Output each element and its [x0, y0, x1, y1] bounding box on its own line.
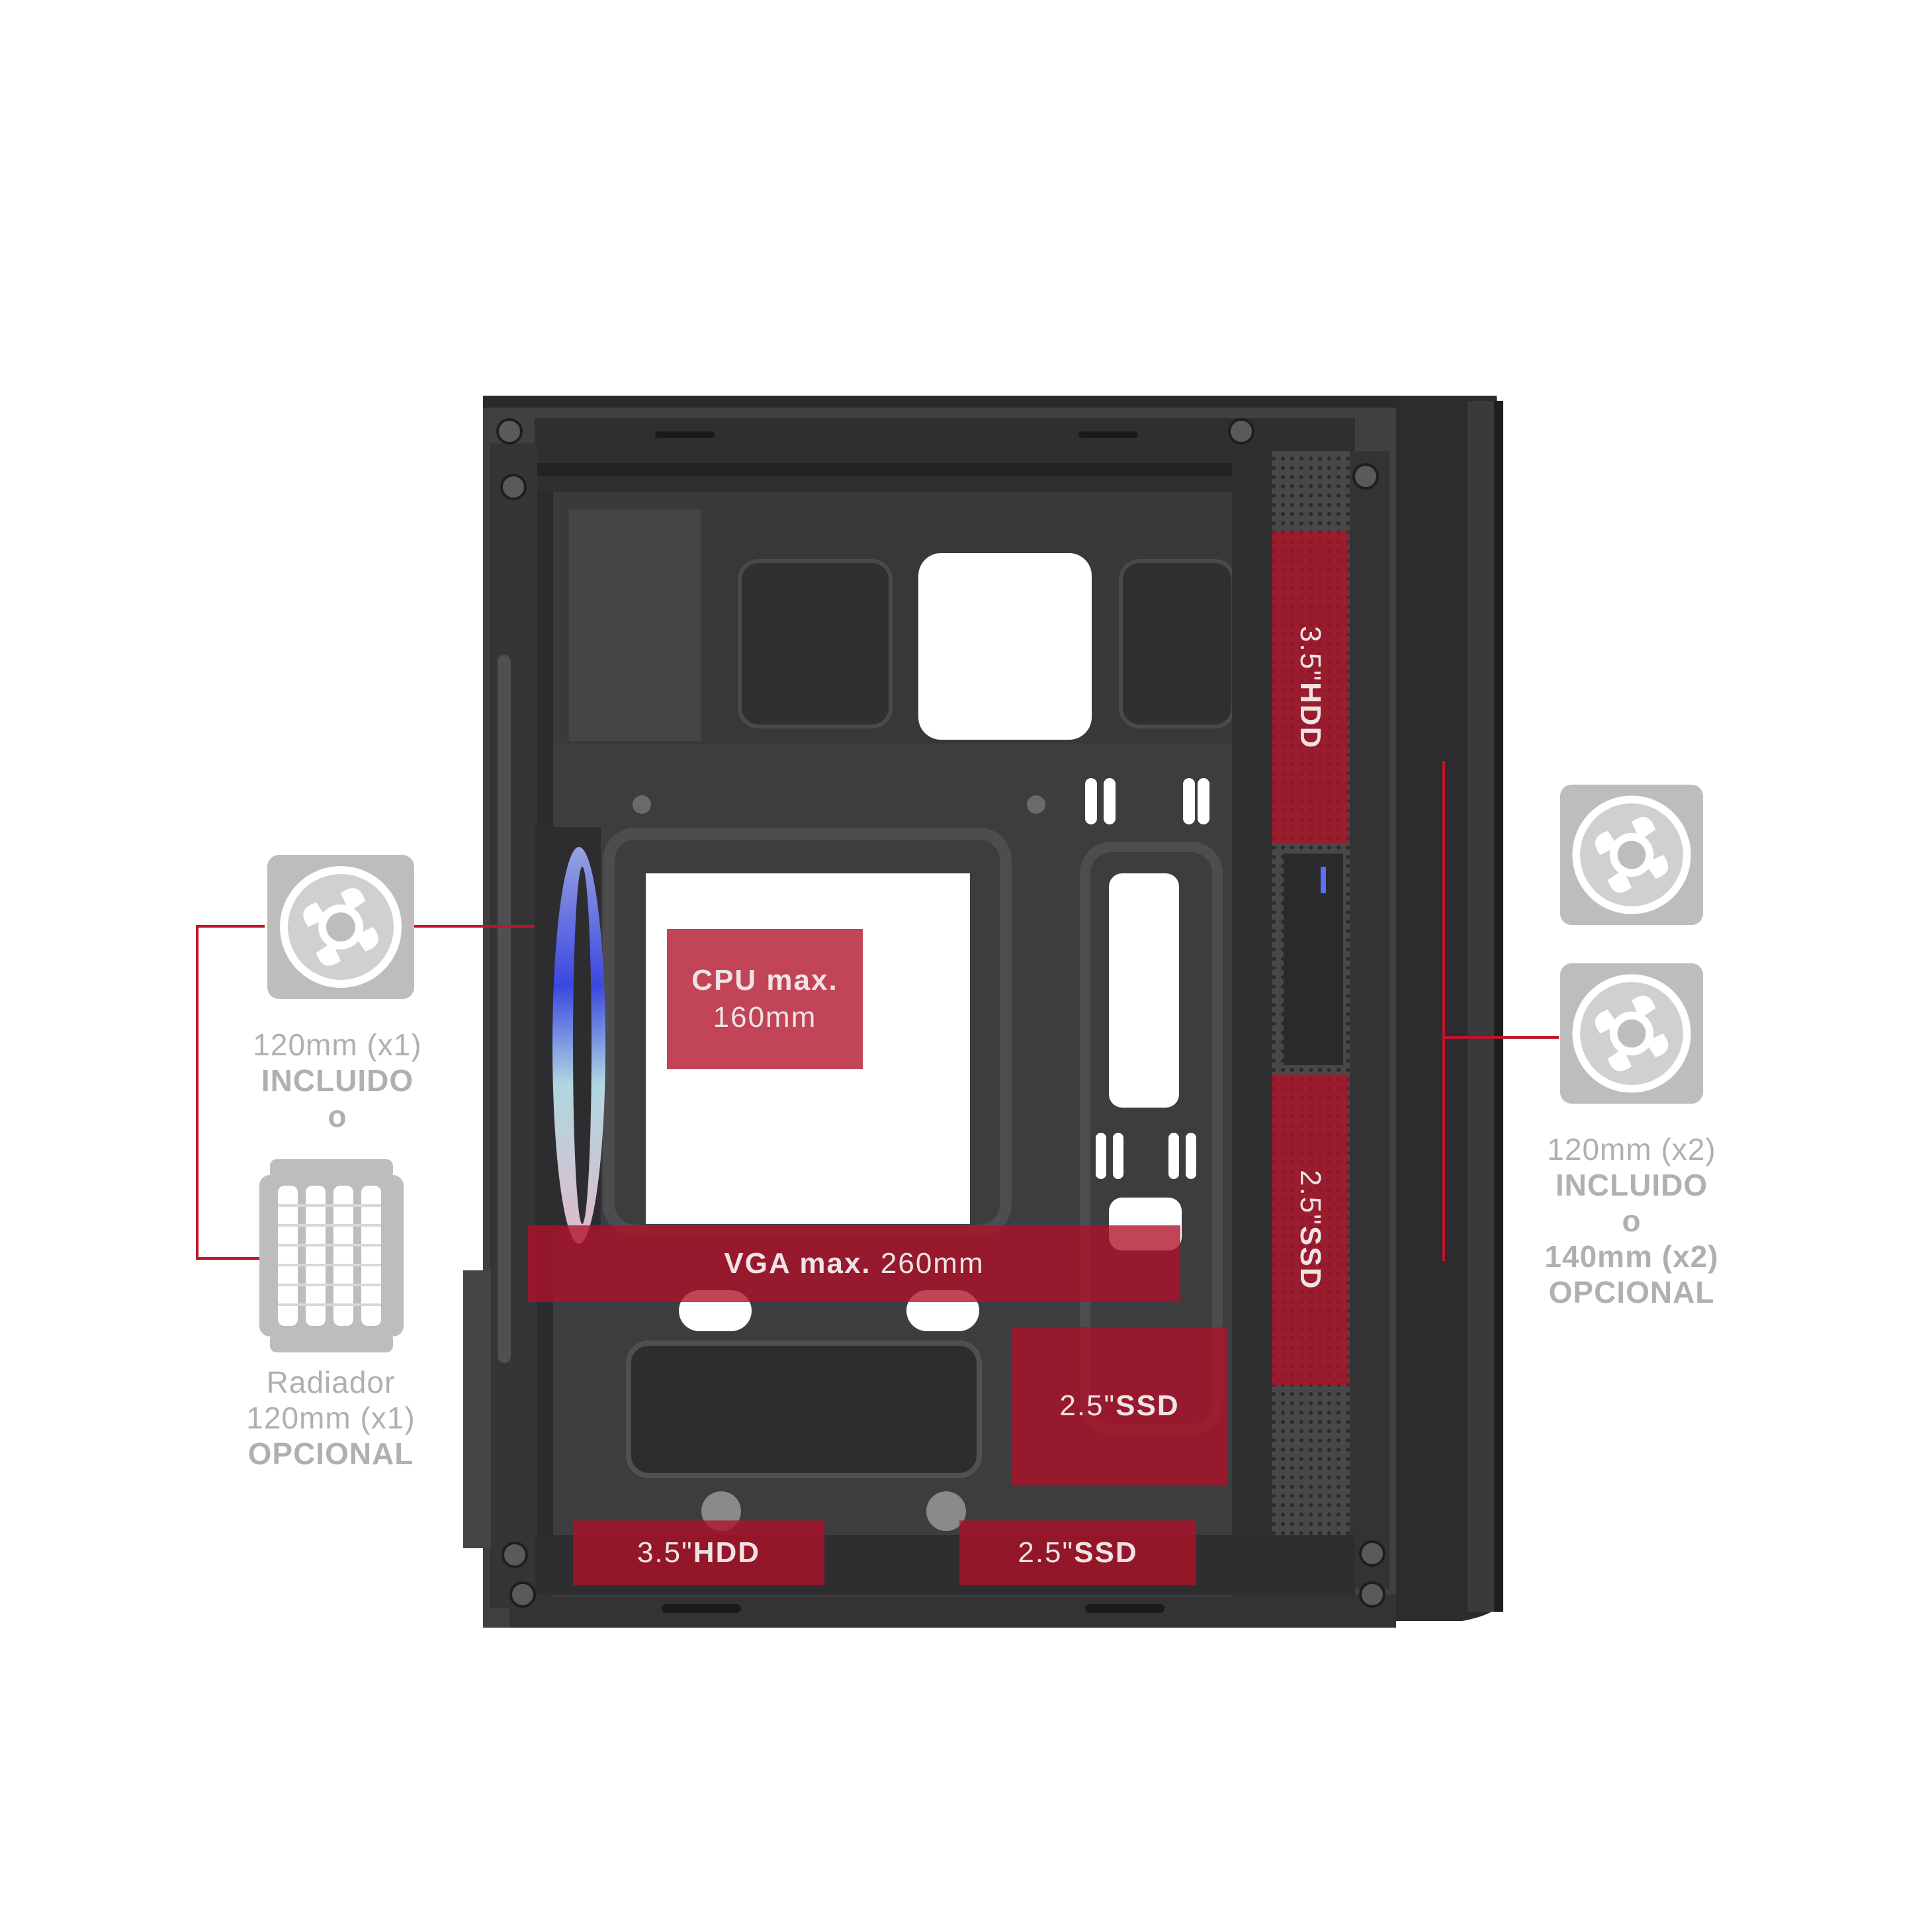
left-fan-label: 120mm (x1) INCLUIDO o [218, 1027, 457, 1134]
right-fans-label: 120mm (x2) INCLUIDO o 140mm (x2) OPCIONA… [1513, 1131, 1751, 1310]
ssd-bay-bottom-zone: 2.5"SSD [959, 1520, 1196, 1585]
ssd-mid-type: SSD [1116, 1389, 1180, 1422]
radiator-status: OPCIONAL [247, 1436, 414, 1471]
ssd-right-type: SSD [1294, 1226, 1327, 1290]
right-fans-connector: o [1622, 1204, 1642, 1238]
cpu-clearance-value: 160mm [713, 1001, 817, 1033]
hdd-bottom-type: HDD [693, 1536, 761, 1569]
vga-clearance-value: 260mm [880, 1247, 985, 1280]
ssd-right-size: 2.5" [1294, 1170, 1327, 1227]
right-fans-status-a: INCLUIDO [1555, 1168, 1708, 1202]
radiator-icon [259, 1159, 404, 1352]
cpu-clearance-zone: CPU max. 160mm [667, 929, 863, 1069]
fan-icon [1559, 963, 1704, 1104]
hdd-bay-top-zone: 3.5"HDD [1272, 532, 1348, 843]
right-fans-status-b: OPCIONAL [1548, 1275, 1715, 1309]
left-fan-status: INCLUIDO [261, 1063, 414, 1098]
vga-clearance-label: VGA max. [724, 1247, 871, 1280]
ssd-bottom-type: SSD [1074, 1536, 1138, 1569]
fan-icon [1559, 784, 1704, 926]
hdd-bottom-size: 3.5" [637, 1536, 693, 1569]
ssd-bay-right-zone: 2.5"SSD [1272, 1075, 1348, 1385]
ssd-bottom-size: 2.5" [1018, 1536, 1075, 1569]
hdd-bay-bottom-zone: 3.5"HDD [573, 1520, 824, 1585]
left-fan-connector: o [328, 1099, 347, 1133]
left-fan-size: 120mm (x1) [253, 1028, 422, 1062]
radiator-name: Radiador [266, 1365, 396, 1399]
hdd-top-size: 3.5" [1294, 625, 1327, 682]
cpu-clearance-label: CPU max. [691, 964, 838, 996]
fan-icon [267, 855, 414, 999]
ssd-mid-size: 2.5" [1059, 1389, 1116, 1422]
right-fans-size-b: 140mm (x2) [1544, 1239, 1719, 1274]
radiator-label: Radiador 120mm (x1) OPCIONAL [212, 1364, 450, 1471]
vga-clearance-zone: VGA max. 260mm [528, 1225, 1180, 1302]
radiator-size: 120mm (x1) [246, 1401, 416, 1435]
hdd-top-type: HDD [1294, 681, 1327, 750]
right-fans-size-a: 120mm (x2) [1547, 1132, 1716, 1166]
ssd-bay-mid-zone: 2.5"SSD [1011, 1327, 1228, 1485]
